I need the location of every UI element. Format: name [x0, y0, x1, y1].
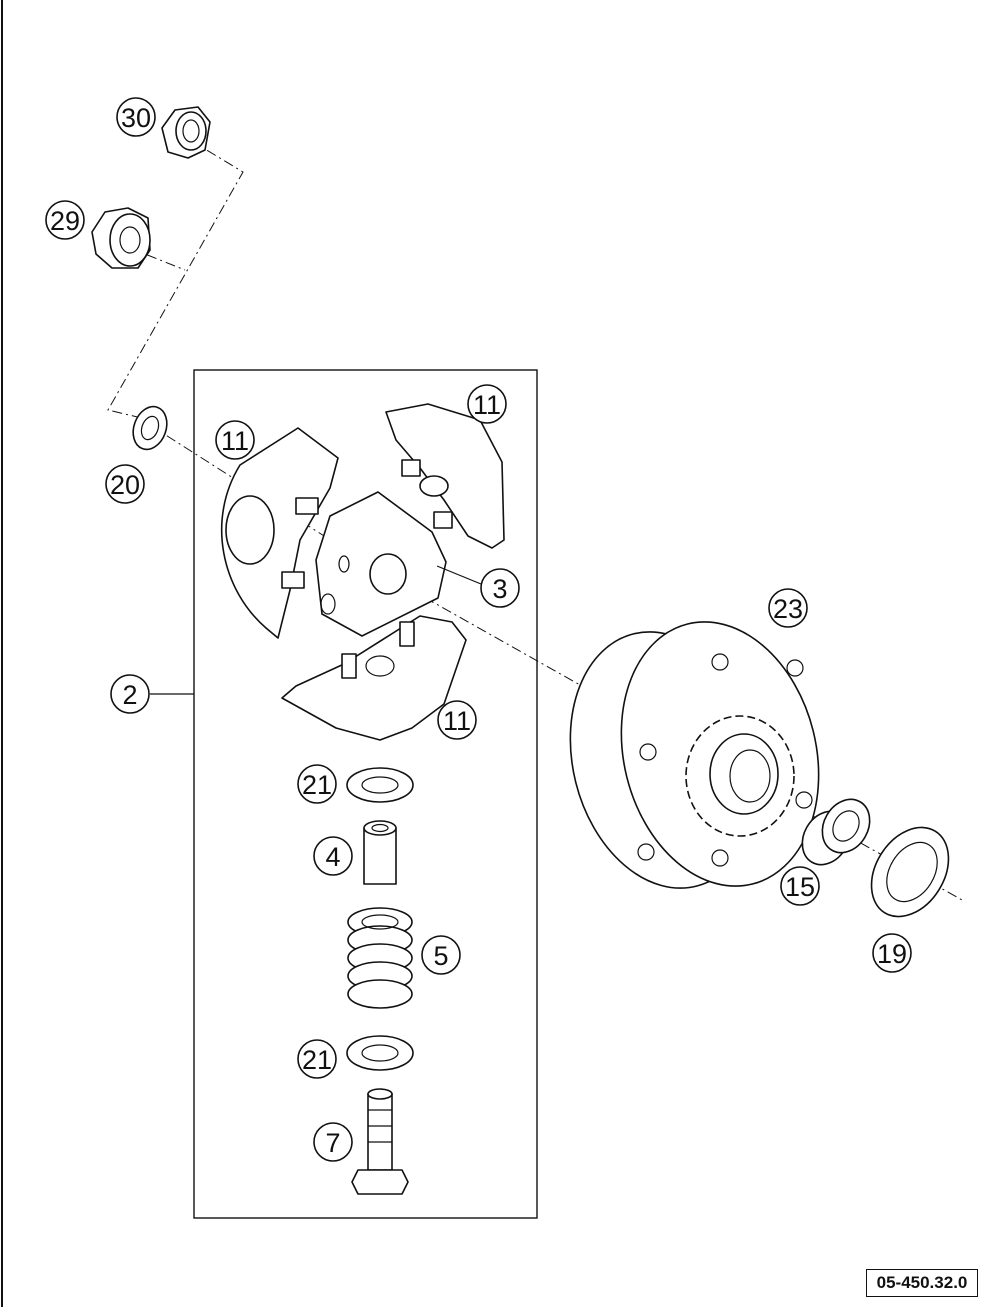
reference-code: 05-450.32.0	[866, 1269, 978, 1297]
callout-3-text: 3	[492, 574, 507, 604]
callout-30-text: 30	[121, 103, 151, 133]
callout-4-text: 4	[325, 842, 340, 872]
callout-19: 19	[872, 933, 912, 973]
callout-15: 15	[780, 866, 820, 906]
part-21-washer-lower	[346, 1035, 414, 1071]
callout-5: 5	[421, 935, 461, 975]
part-7-bolt	[351, 1088, 409, 1195]
callout-11-lower: 11	[437, 700, 477, 740]
callout-23-text: 23	[773, 594, 803, 624]
callout-5-text: 5	[433, 941, 448, 971]
part-23-drum	[569, 621, 820, 889]
part-15-bearing	[801, 798, 871, 866]
callout-11-right-text: 11	[473, 390, 501, 420]
callout-21-upper-text: 21	[302, 770, 332, 800]
callout-21-lower: 21	[297, 1039, 337, 1079]
callout-21-upper: 21	[297, 764, 337, 804]
callout-2-text: 2	[122, 680, 137, 710]
callout-4: 4	[313, 836, 353, 876]
callout-23: 23	[768, 588, 808, 628]
axis-nuts	[107, 139, 244, 421]
callout-7-text: 7	[325, 1128, 340, 1158]
part-29-flange-nut	[91, 207, 151, 269]
callout-11-right: 11	[467, 384, 507, 424]
assembly-frame	[193, 369, 538, 1219]
callout-11-left: 11	[215, 420, 255, 460]
part-21-washer-upper	[346, 767, 414, 803]
callout-29-text: 29	[50, 206, 80, 236]
part-20-washer	[132, 405, 168, 451]
callout-11-left-text: 11	[221, 426, 249, 456]
callout-21-lower-text: 21	[302, 1045, 332, 1075]
part-11-shoe-left	[220, 427, 339, 639]
callout-3: 3	[436, 565, 520, 608]
callout-11-lower-text: 11	[443, 706, 471, 736]
callout-20: 20	[105, 464, 145, 504]
part-5-spring	[347, 907, 413, 1009]
callout-30: 30	[116, 97, 156, 137]
callout-20-text: 20	[110, 470, 140, 500]
callout-19-text: 19	[877, 939, 907, 969]
part-30-nut	[161, 106, 211, 159]
callout-7: 7	[313, 1122, 353, 1162]
callout-15-text: 15	[785, 872, 815, 902]
part-11-shoe-right	[385, 403, 505, 549]
callout-2: 2	[110, 674, 150, 714]
callout-29: 29	[45, 200, 85, 240]
part-19-washer	[870, 826, 950, 918]
part-3-hub	[315, 491, 447, 637]
part-11-shoe-lower	[281, 615, 467, 741]
part-4-sleeve	[363, 820, 397, 885]
